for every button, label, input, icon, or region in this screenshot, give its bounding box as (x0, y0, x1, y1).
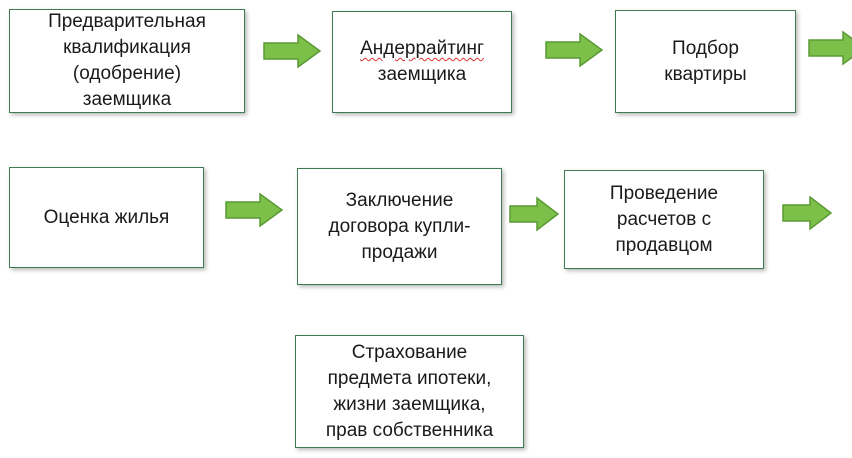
step-insurance-label: Страхование предмета ипотеки, жизни заем… (325, 341, 494, 441)
step-prequalification: Предварительная квалификация (одобрение)… (9, 9, 245, 113)
arrow-right-icon (263, 33, 322, 69)
step-purchase-contract: Заключение договора купли- продажи (297, 168, 502, 285)
arrow-right-icon (808, 30, 852, 66)
arrow-right-icon (545, 32, 604, 68)
step-valuation-label: Оценка жилья (43, 206, 170, 228)
step-seller-settlement: Проведение расчетов с продавцом (564, 170, 764, 269)
step-purchase-contract-label: Заключение договора купли- продажи (328, 189, 471, 263)
arrow-right-icon (225, 192, 284, 228)
step-prequalification-label: Предварительная квалификация (одобрение)… (48, 11, 206, 110)
step-underwriting: Андеррайтинг заемщика (332, 11, 512, 113)
arrow-right-icon (782, 195, 833, 231)
step-underwriting-word: Андеррайтинг (360, 38, 484, 59)
step-seller-settlement-label: Проведение расчетов с продавцом (609, 182, 719, 256)
step-valuation: Оценка жилья (9, 167, 204, 268)
step-insurance: Страхование предмета ипотеки, жизни заем… (295, 335, 524, 448)
step-underwriting-rest: заемщика (377, 64, 467, 85)
step-apartment-selection: Подбор квартиры (615, 10, 796, 113)
arrow-right-icon (509, 196, 560, 232)
step-underwriting-text: Андеррайтинг заемщика (360, 36, 484, 88)
step-apartment-selection-label: Подбор квартиры (664, 37, 747, 85)
